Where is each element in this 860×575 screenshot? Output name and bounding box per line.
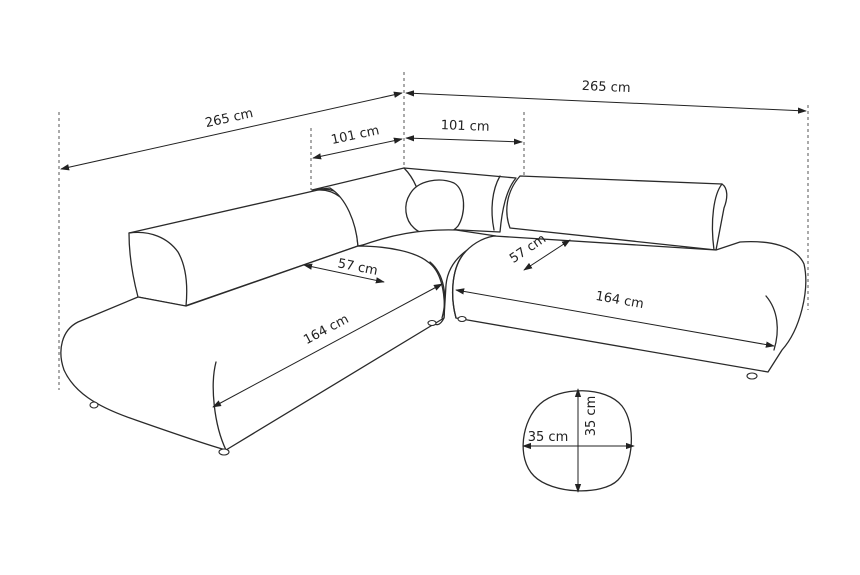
round-cushion [405,179,465,236]
label-corner-right: 101 cm [440,118,489,135]
dimension-arrows [60,90,807,408]
dim-arrow-corner-left [312,137,403,160]
dim-arrow-length-left [212,283,443,408]
dim-arrow-length-right [455,288,775,348]
right-back-cushion [506,175,728,251]
dim-arrow-overall-left [60,91,403,171]
label-pillow-height: 35 cm [584,396,599,437]
dim-arrow-corner-right [405,135,523,145]
label-overall-right: 265 cm [581,79,630,96]
label-pillow-width: 35 cm [528,430,569,445]
label-corner-left: 101 cm [330,123,381,148]
dim-arrow-depth-right [523,239,571,271]
pillow-detail: 35 cm 35 cm [522,388,635,493]
dim-arrow-depth-left [303,263,385,284]
dim-arrow-overall-right [405,90,807,114]
